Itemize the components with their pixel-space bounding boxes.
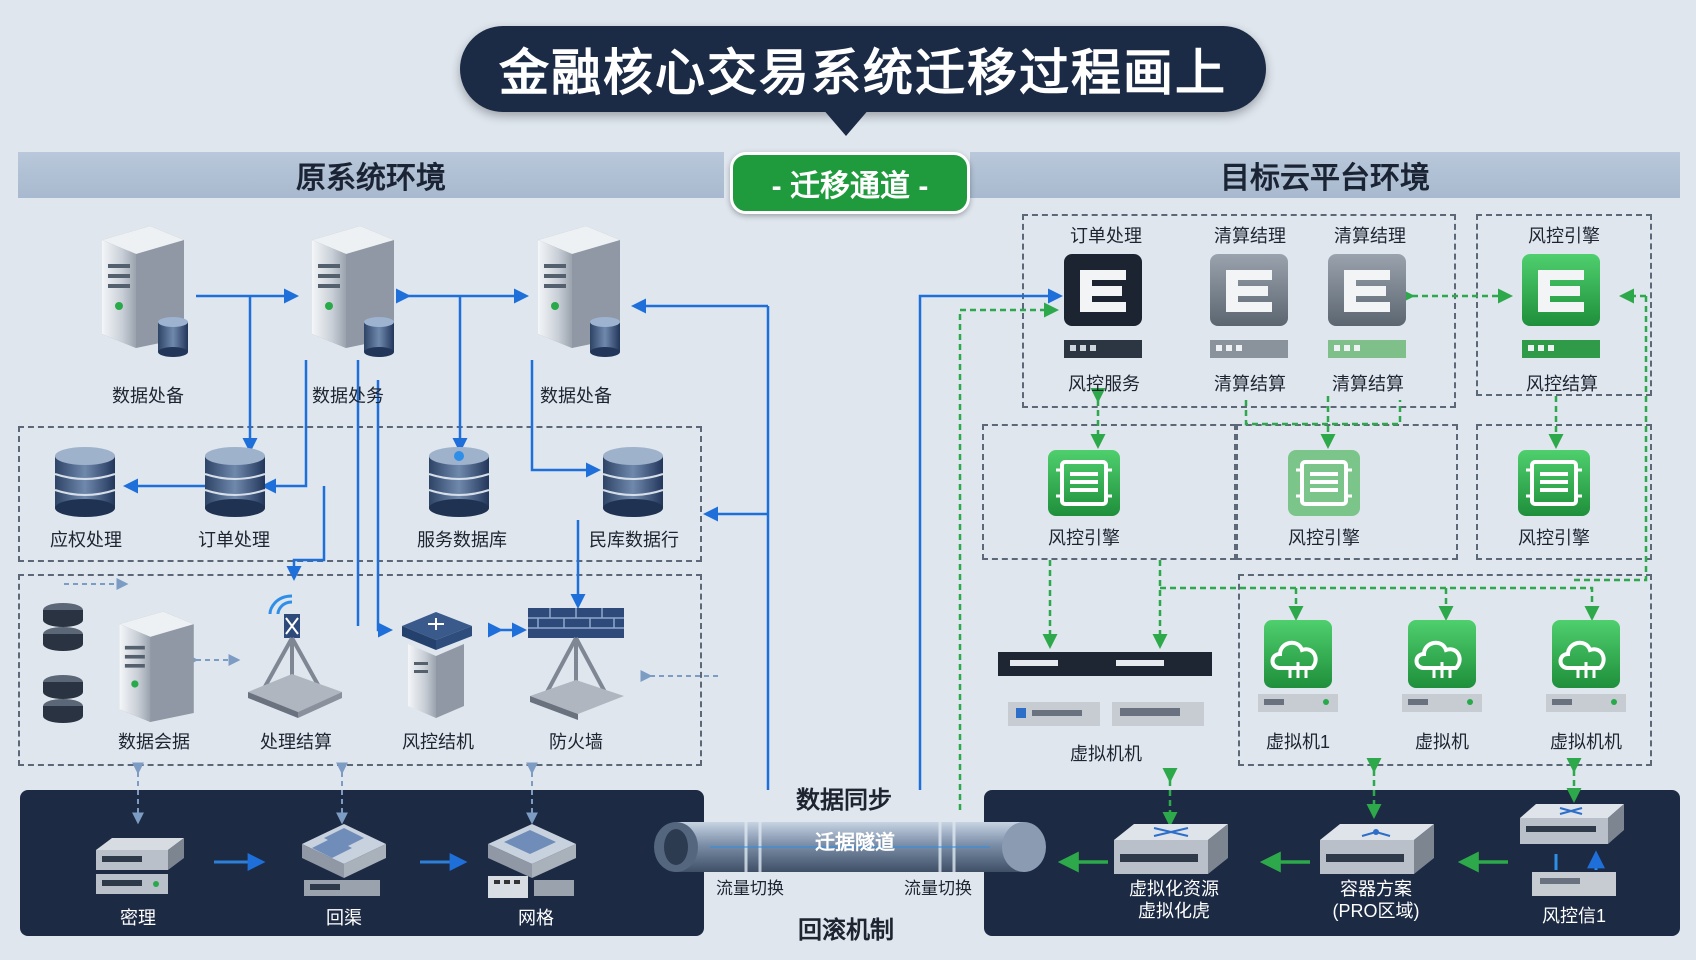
storage-array-icon [302, 824, 386, 896]
data-sync-label: 数据同步 [796, 787, 892, 814]
target-top-label-4: 风控结算 [1526, 374, 1598, 394]
target-top-title-3: 清算结理 [1334, 226, 1406, 246]
target-vm-label-1: 虚拟机机 [1070, 744, 1142, 764]
target-top-group-b [1476, 214, 1652, 396]
traffic-switch-left-label: 流量切换 [716, 879, 784, 898]
source-device-label-1: 数据会据 [118, 732, 190, 752]
db-small-icon [158, 317, 188, 357]
switch-icon [402, 612, 472, 718]
migration-channel-pill[interactable]: - 迁移通道 - [730, 152, 970, 214]
disk-stack-icon [43, 603, 83, 723]
source-database-group [18, 426, 702, 562]
source-bottom-label-3: 网格 [518, 908, 554, 928]
source-db-label-4: 民库数据行 [589, 530, 679, 550]
source-db-label-3: 服务数据库 [417, 530, 507, 550]
db-small-icon [364, 317, 394, 357]
server-tower-2 [300, 220, 398, 357]
target-env-header: 目标云平台环境 [970, 152, 1680, 198]
cloud-vm-icon [1258, 620, 1338, 712]
risk-engine-app-icon [1522, 254, 1600, 358]
server-tower-3 [526, 220, 624, 357]
source-db-label-1: 应权处理 [50, 530, 122, 550]
target-top-label-1: 风控服务 [1068, 374, 1140, 394]
target-vm-group [1238, 574, 1652, 766]
target-top-label-3: 清算结算 [1332, 374, 1404, 394]
source-server-label-1: 数据处备 [112, 386, 184, 406]
source-device-label-3: 风控结机 [402, 732, 474, 752]
cloud-vm-icon [1402, 620, 1482, 712]
target-top-label-2: 清算结算 [1214, 374, 1286, 394]
appliance-icon [96, 838, 184, 894]
container-switch-icon [1320, 824, 1434, 874]
target-vm-label-3: 虚拟机 [1415, 732, 1469, 752]
migration-tunnel[interactable] [650, 816, 1050, 878]
risk-engine-icon [1048, 450, 1120, 516]
risk-appliance-icon [1520, 804, 1624, 896]
target-mid-label-1: 风控引擎 [1048, 528, 1120, 548]
source-bottom-label-2: 回渠 [326, 908, 362, 928]
virtualization-switch-icon [1114, 824, 1228, 874]
cloud-vm-icon [1546, 620, 1626, 712]
risk-engine-icon [1288, 450, 1360, 516]
source-server-label-3: 数据处备 [540, 386, 612, 406]
database-icon [204, 447, 266, 517]
clearing-app-icon [1328, 254, 1406, 358]
tunnel-label: 迁据隧道 [815, 832, 895, 854]
title-pointer [822, 108, 870, 136]
target-vm-label-4: 虚拟机机 [1550, 732, 1622, 752]
db-small-icon [590, 317, 620, 357]
source-device-label-4: 防火墙 [549, 732, 603, 752]
source-env-header: 原系统环境 [18, 152, 724, 198]
router-icon [248, 594, 342, 718]
source-bottom-label-1: 密理 [120, 908, 156, 928]
target-top-title-4: 风控引擎 [1528, 226, 1600, 246]
source-db-label-2: 订单处理 [198, 530, 270, 550]
rollback-label: 回滚机制 [798, 917, 894, 944]
vm-host-rack-icon [998, 652, 1212, 726]
source-device-label-2: 处理结算 [260, 732, 332, 752]
traffic-switch-right-label: 流量切换 [904, 879, 972, 898]
database-icon [428, 447, 490, 517]
server-icon [119, 611, 194, 722]
target-bottom-label-3: 风控信1 [1541, 906, 1606, 926]
target-mid-label-2: 风控引擎 [1288, 528, 1360, 548]
target-mid-label-3: 风控引擎 [1518, 528, 1590, 548]
risk-engine-icon [1518, 450, 1590, 516]
service-app-icon [1064, 254, 1142, 358]
source-device-group [18, 574, 702, 766]
target-top-title-2: 清算结理 [1214, 226, 1286, 246]
database-icon [602, 447, 664, 517]
target-mid-group-c [1476, 424, 1652, 560]
server-icon [102, 226, 184, 348]
target-mid-group-a [982, 424, 1236, 560]
target-bottom-label-2: 容器方案 (PRO区域) [1332, 879, 1420, 921]
database-icon [54, 447, 116, 517]
server-tower-1 [90, 220, 188, 357]
target-top-title-1: 订单处理 [1070, 226, 1142, 246]
clearing-app-icon [1210, 254, 1288, 358]
page-title: 金融核心交易系统迁移过程画上 [460, 26, 1266, 112]
target-bottom-label-1: 虚拟化资源 虚拟化虎 [1129, 879, 1219, 921]
target-vm-label-2: 虚拟机1 [1265, 732, 1330, 752]
firewall-icon [528, 608, 624, 720]
network-gear-icon [488, 824, 576, 898]
source-server-label-2: 数据处务 [312, 386, 384, 406]
